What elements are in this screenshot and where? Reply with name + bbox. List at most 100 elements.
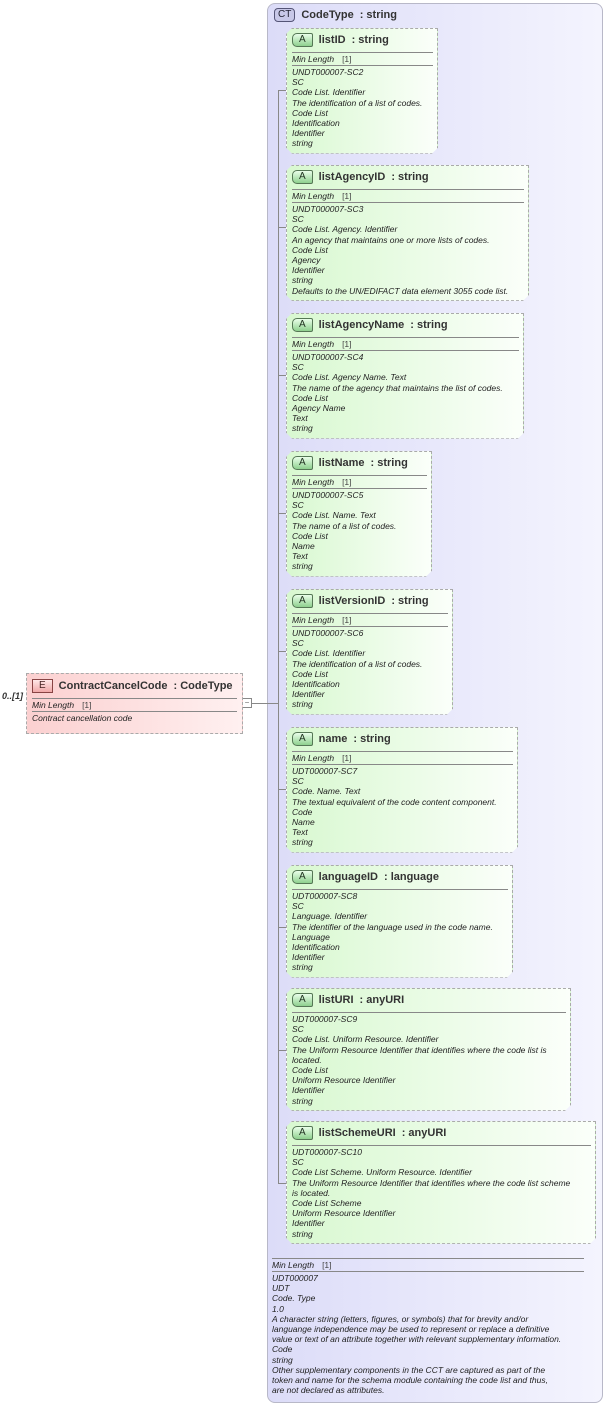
doc-line: UNDT000007-SC4 bbox=[292, 352, 364, 362]
attribute-type: : string bbox=[353, 733, 391, 745]
doc-line: UNDT000007-SC6 bbox=[292, 628, 364, 638]
doc-line: Text bbox=[292, 551, 308, 562]
doc-line: Code List Scheme. Uniform Resource. Iden… bbox=[292, 1167, 472, 1178]
attribute-type: : string bbox=[410, 319, 448, 331]
doc-line: string bbox=[292, 138, 313, 149]
doc-line: are not declared as attributes. bbox=[272, 1385, 385, 1396]
doc-line: Name bbox=[292, 541, 315, 552]
attribute-name: name bbox=[318, 733, 348, 745]
doc-line: value or text of an attribute together w… bbox=[272, 1334, 562, 1345]
attribute-icon: A bbox=[292, 594, 313, 608]
attribute-type: : anyURI bbox=[401, 1127, 447, 1139]
doc-line: UDT000007-SC8 bbox=[292, 891, 358, 901]
doc-line: The Uniform Resource Identifier that ide… bbox=[292, 1044, 547, 1055]
doc-line: Identifier bbox=[292, 265, 325, 276]
doc-line: UDT000007-SC9 bbox=[292, 1014, 358, 1024]
doc-line: SC bbox=[292, 776, 304, 787]
attribute-icon: A bbox=[292, 456, 313, 470]
doc-line: SC bbox=[292, 214, 304, 225]
element-name: ContractCancelCode bbox=[58, 680, 168, 692]
doc-line: string bbox=[292, 699, 313, 710]
occurrence-label: 0..[1] bbox=[2, 691, 24, 701]
doc-line: Other supplementary components in the CC… bbox=[272, 1364, 546, 1375]
attribute-type: : string bbox=[391, 595, 429, 607]
collapse-toggle[interactable]: − bbox=[242, 698, 252, 708]
doc-line: Code. Name. Text bbox=[292, 786, 361, 797]
attribute-name: listAgencyName bbox=[318, 319, 405, 331]
doc-line: Code bbox=[292, 806, 313, 817]
doc-line: Name bbox=[292, 817, 315, 828]
attribute-icon: A bbox=[292, 870, 313, 884]
attribute-icon: A bbox=[292, 33, 313, 47]
doc-line: Defaults to the UN/EDIFACT data element … bbox=[292, 285, 509, 296]
doc-line: string bbox=[292, 1228, 313, 1239]
doc-line: UNDT000007-SC5 bbox=[292, 490, 364, 500]
doc-line: An agency that maintains one or more lis… bbox=[292, 234, 490, 245]
attribute-name: listURI bbox=[318, 994, 354, 1006]
doc-line: Uniform Resource Identifier bbox=[292, 1208, 396, 1219]
doc-line: Code List bbox=[292, 107, 328, 118]
doc-line: token and name for the schema module con… bbox=[272, 1375, 548, 1386]
doc-line: is located. bbox=[292, 1187, 331, 1198]
doc-line: The textual equivalent of the code conte… bbox=[292, 796, 497, 807]
element-doc: Contract cancellation code bbox=[32, 713, 133, 723]
doc-line: string bbox=[292, 423, 313, 434]
attribute-icon: A bbox=[292, 1126, 313, 1140]
attribute-name: listSchemeURI bbox=[318, 1127, 396, 1139]
doc-line: Identifier bbox=[292, 128, 325, 139]
doc-line: Code List bbox=[292, 1065, 328, 1076]
element-type: : CodeType bbox=[173, 680, 233, 692]
attribute-name: languageID bbox=[318, 871, 378, 883]
doc-line: languange independence may be used to re… bbox=[272, 1324, 550, 1335]
doc-line: The identifier of the language used in t… bbox=[292, 921, 493, 932]
complex-type-type: : string bbox=[359, 9, 397, 21]
doc-line: UDT000007-SC10 bbox=[292, 1147, 362, 1157]
element-box[interactable]: E ContractCancelCode : CodeType Min Leng… bbox=[26, 673, 243, 734]
doc-line: Text bbox=[292, 827, 308, 838]
doc-line: SC bbox=[292, 901, 304, 912]
attribute-name: listName bbox=[318, 457, 365, 469]
doc-line: Code bbox=[272, 1344, 293, 1355]
doc-line: string bbox=[292, 962, 313, 973]
min-length-facet: Min Length[1] bbox=[292, 189, 524, 203]
element-icon: E bbox=[32, 679, 53, 693]
doc-line: SC bbox=[292, 638, 304, 649]
doc-line: Language bbox=[292, 931, 330, 942]
attribute-name: listVersionID bbox=[318, 595, 386, 607]
doc-line: SC bbox=[292, 362, 304, 373]
doc-line: Identifier bbox=[292, 1085, 325, 1096]
doc-line: UNDT000007-SC3 bbox=[292, 204, 364, 214]
complex-type-icon: CT bbox=[274, 8, 296, 22]
attribute-icon: A bbox=[292, 170, 313, 184]
min-length-facet: Min Length[1] bbox=[272, 1258, 584, 1272]
doc-line: Identification bbox=[292, 118, 340, 129]
doc-line: Agency Name bbox=[292, 403, 346, 414]
doc-line: string bbox=[292, 837, 313, 848]
doc-line: Identification bbox=[292, 679, 340, 690]
doc-line: Uniform Resource Identifier bbox=[292, 1075, 396, 1086]
min-length-facet: Min Length[1] bbox=[32, 698, 237, 712]
doc-line: Identifier bbox=[292, 952, 325, 963]
doc-line: Identification bbox=[292, 942, 340, 953]
doc-line: Code List bbox=[292, 530, 328, 541]
doc-line: UDT000007-SC7 bbox=[292, 766, 358, 776]
attribute-name: listID bbox=[318, 34, 346, 46]
doc-line: The name of a list of codes. bbox=[292, 520, 397, 531]
doc-line: Code List. Uniform Resource. Identifier bbox=[292, 1034, 439, 1045]
min-length-facet: Min Length[1] bbox=[292, 337, 519, 351]
